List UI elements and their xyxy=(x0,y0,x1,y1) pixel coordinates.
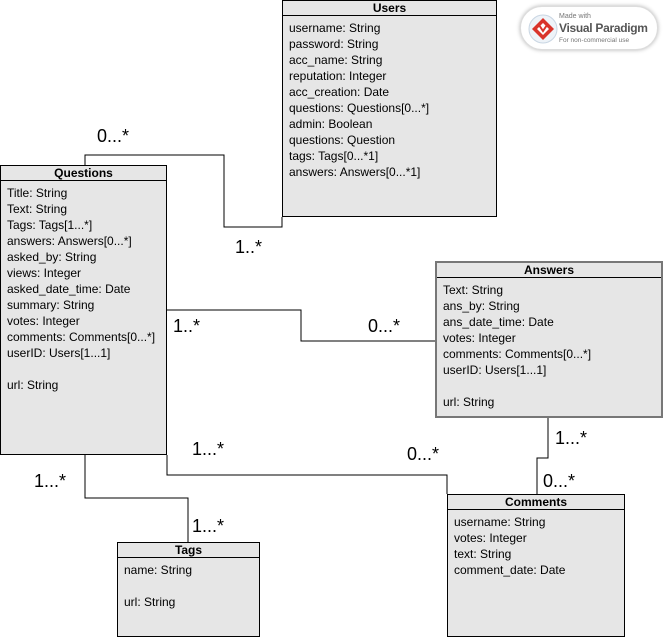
attribute-item: userID: Users[1...1] xyxy=(443,363,547,377)
attribute-item: votes: Integer xyxy=(454,531,527,545)
attribute-item: questions: Questions[0...*] xyxy=(289,101,430,115)
attribute-item: admin: Boolean xyxy=(289,117,373,131)
multiplicity-questions-comments-c: 0...* xyxy=(407,444,440,464)
attribute-item: comments: Comments[0...*] xyxy=(7,330,156,344)
attribute-item: Text: String xyxy=(7,202,68,216)
class-users[interactable]: Users username: String password: String ac… xyxy=(282,0,497,217)
attribute-item: tags: Tags[0...*1] xyxy=(289,149,379,163)
attribute-item: name: String xyxy=(124,563,193,577)
attribute-item: answers: Answers[0...*1] xyxy=(289,165,421,179)
attribute-item: votes: Integer xyxy=(443,331,516,345)
assoc-questions-tags xyxy=(84,455,189,542)
class-name: Tags xyxy=(118,543,259,558)
multiplicity-questions-users-u: 1..* xyxy=(235,237,263,257)
badge-made-with: Made with xyxy=(559,13,591,20)
attribute-item: comment_date: Date xyxy=(454,563,566,577)
attribute-item: password: String xyxy=(289,37,379,51)
attribute-spacer xyxy=(7,361,166,377)
attribute-list: username: String password: String acc_name… xyxy=(283,16,496,180)
class-name: Answers xyxy=(437,263,661,278)
attribute-item: ans_date_time: Date xyxy=(443,315,554,329)
attribute-item: username: String xyxy=(289,21,381,35)
attribute-item: Text: String xyxy=(443,283,504,297)
attribute-item: Title: String xyxy=(7,186,68,200)
multiplicity-questions-answers-a: 0...* xyxy=(368,316,401,336)
multiplicity-answers-comments-c: 0...* xyxy=(543,471,576,491)
multiplicity-answers-comments-a: 1...* xyxy=(555,428,588,448)
attribute-item: url: String xyxy=(124,595,176,609)
attribute-item: url: String xyxy=(443,395,495,409)
attribute-item: asked_date_time: Date xyxy=(7,282,131,296)
attribute-item: username: String xyxy=(454,515,546,529)
attribute-item: url: String xyxy=(7,378,59,392)
attribute-list: name: String url: String xyxy=(118,558,259,610)
attribute-item: views: Integer xyxy=(7,266,82,280)
multiplicity-questions-users-q: 0...* xyxy=(97,126,130,146)
assoc-questions-comments xyxy=(166,455,448,494)
attribute-item: questions: Question xyxy=(289,133,396,147)
attribute-spacer xyxy=(443,378,661,394)
multiplicity-questions-answers-q: 1..* xyxy=(173,316,201,336)
class-comments[interactable]: Comments username: String votes: Integer t… xyxy=(447,494,625,637)
class-name: Users xyxy=(283,1,496,16)
class-name: Comments xyxy=(448,495,624,510)
multiplicity-questions-tags-t: 1...* xyxy=(192,516,225,536)
attribute-list: Text: String ans_by: String ans_date_time:… xyxy=(437,278,661,410)
class-answers[interactable]: Answers Text: String ans_by: String ans_da… xyxy=(435,261,663,418)
attribute-item: answers: Answers[0...*] xyxy=(7,234,132,248)
attribute-item: text: String xyxy=(454,547,512,561)
attribute-spacer xyxy=(124,578,259,594)
attribute-item: comments: Comments[0...*] xyxy=(443,347,592,361)
attribute-item: acc_creation: Date xyxy=(289,85,390,99)
class-tags[interactable]: Tags name: String url: String xyxy=(117,542,260,637)
visual-paradigm-logo-icon xyxy=(528,14,558,44)
attribute-list: username: String votes: Integer text: Stri… xyxy=(448,510,624,578)
attribute-item: userID: Users[1...1] xyxy=(7,346,111,360)
attribute-item: votes: Integer xyxy=(7,314,80,328)
class-name: Questions xyxy=(1,166,166,181)
visual-paradigm-badge: Made with Visual Paradigm For non-commer… xyxy=(520,6,658,50)
multiplicity-questions-comments-q: 1...* xyxy=(192,439,225,459)
attribute-item: summary: String xyxy=(7,298,95,312)
badge-brand: Visual Paradigm xyxy=(559,21,648,35)
badge-note: For non-commercial use xyxy=(559,37,630,44)
multiplicity-questions-tags-q: 1...* xyxy=(34,471,67,491)
attribute-item: reputation: Integer xyxy=(289,69,387,83)
attribute-item: asked_by: String xyxy=(7,250,97,264)
attribute-item: acc_name: String xyxy=(289,53,383,67)
attribute-item: ans_by: String xyxy=(443,299,520,313)
attribute-item: Tags: Tags[1...*] xyxy=(7,218,93,232)
